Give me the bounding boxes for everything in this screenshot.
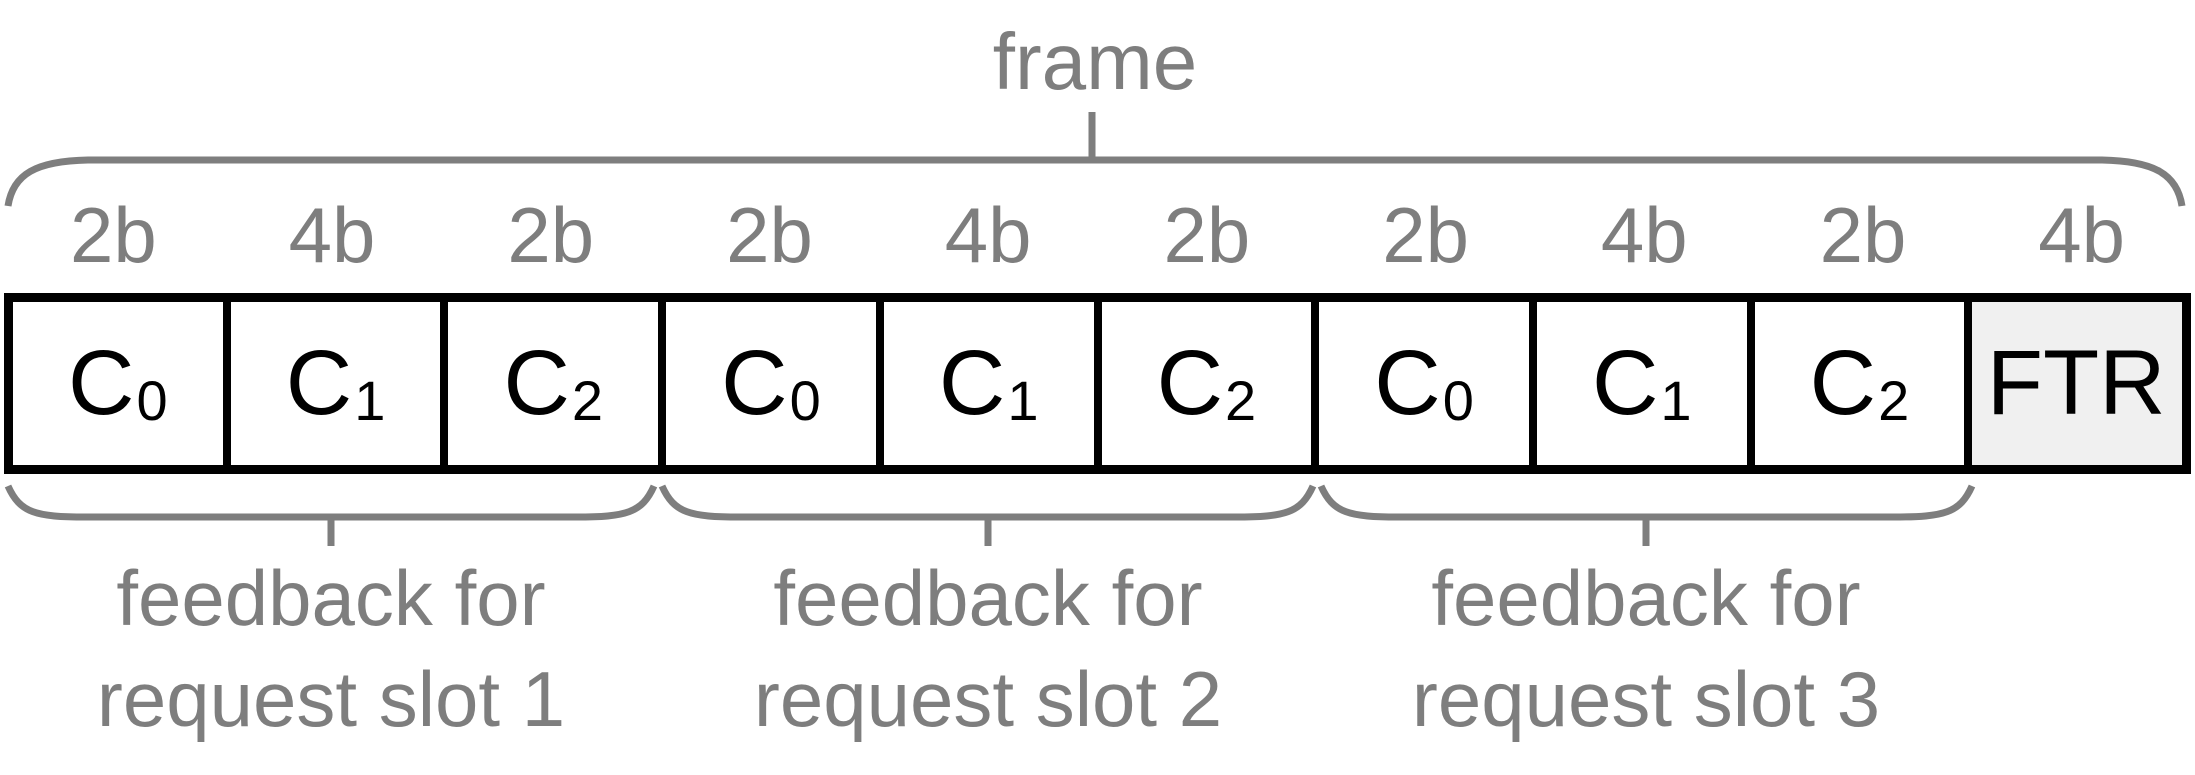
bit-width-label: 2b	[507, 191, 595, 279]
feedback-label-line2: request slot 1	[96, 655, 566, 743]
feedback-label-line1: feedback for	[116, 554, 546, 642]
slot-label: C	[285, 332, 353, 434]
bit-width-label: 4b	[944, 191, 1032, 279]
feedback-label-line1: feedback for	[773, 554, 1203, 642]
slot-subscript: 1	[1660, 369, 1692, 432]
slot-label: C	[1809, 332, 1877, 434]
bit-widths-row: 2b 4b 2b 2b 4b 2b 2b 4b 2b 4b	[4, 191, 2191, 279]
slot-label: C	[503, 332, 570, 434]
slot-label: C	[938, 332, 1006, 434]
bit-width-label: 2b	[69, 191, 157, 279]
feedback-label-1: feedback for request slot 1	[0, 548, 681, 750]
slot-label: C	[68, 332, 135, 434]
feedback-label-line2: request slot 2	[753, 655, 1223, 743]
feedback-brace-3-icon	[1317, 484, 1976, 546]
slot-ftr: FTR	[1972, 302, 2183, 465]
slot-subscript: 1	[1007, 369, 1039, 432]
slot-subscript: 2	[1878, 369, 1910, 432]
feedback-label-3: feedback for request slot 3	[1296, 548, 1996, 750]
bit-width-label: 4b	[1600, 191, 1688, 279]
bit-width-label: 2b	[1819, 191, 1907, 279]
slot-label: C	[1591, 332, 1659, 434]
feedback-label-line1: feedback for	[1431, 554, 1861, 642]
slot-label: FTR	[1986, 332, 2166, 434]
slot-subscript: 1	[354, 369, 386, 432]
bit-width-label: 4b	[2038, 191, 2126, 279]
slot-subscript: 0	[136, 369, 168, 432]
frame-title: frame	[992, 17, 1198, 106]
bit-width-label: 4b	[288, 191, 376, 279]
slot-label: C	[721, 332, 788, 434]
slot-label: C	[1374, 332, 1441, 434]
feedback-brace-2-icon	[658, 484, 1317, 546]
slot-subscript: 0	[789, 369, 821, 432]
slot-subscript: 2	[571, 369, 604, 432]
frame-brace-icon	[4, 112, 2186, 207]
feedback-brace-1-icon	[4, 484, 658, 546]
bit-width-label: 2b	[726, 191, 813, 279]
bit-width-label: 2b	[1163, 191, 1251, 279]
slot-label: C	[1156, 332, 1224, 434]
feedback-label-2: feedback for request slot 2	[638, 548, 1338, 750]
slot-subscript: 2	[1225, 369, 1257, 432]
feedback-label-line2: request slot 3	[1411, 655, 1881, 743]
slot-subscript: 0	[1442, 369, 1474, 432]
bit-width-label: 2b	[1382, 191, 1469, 279]
